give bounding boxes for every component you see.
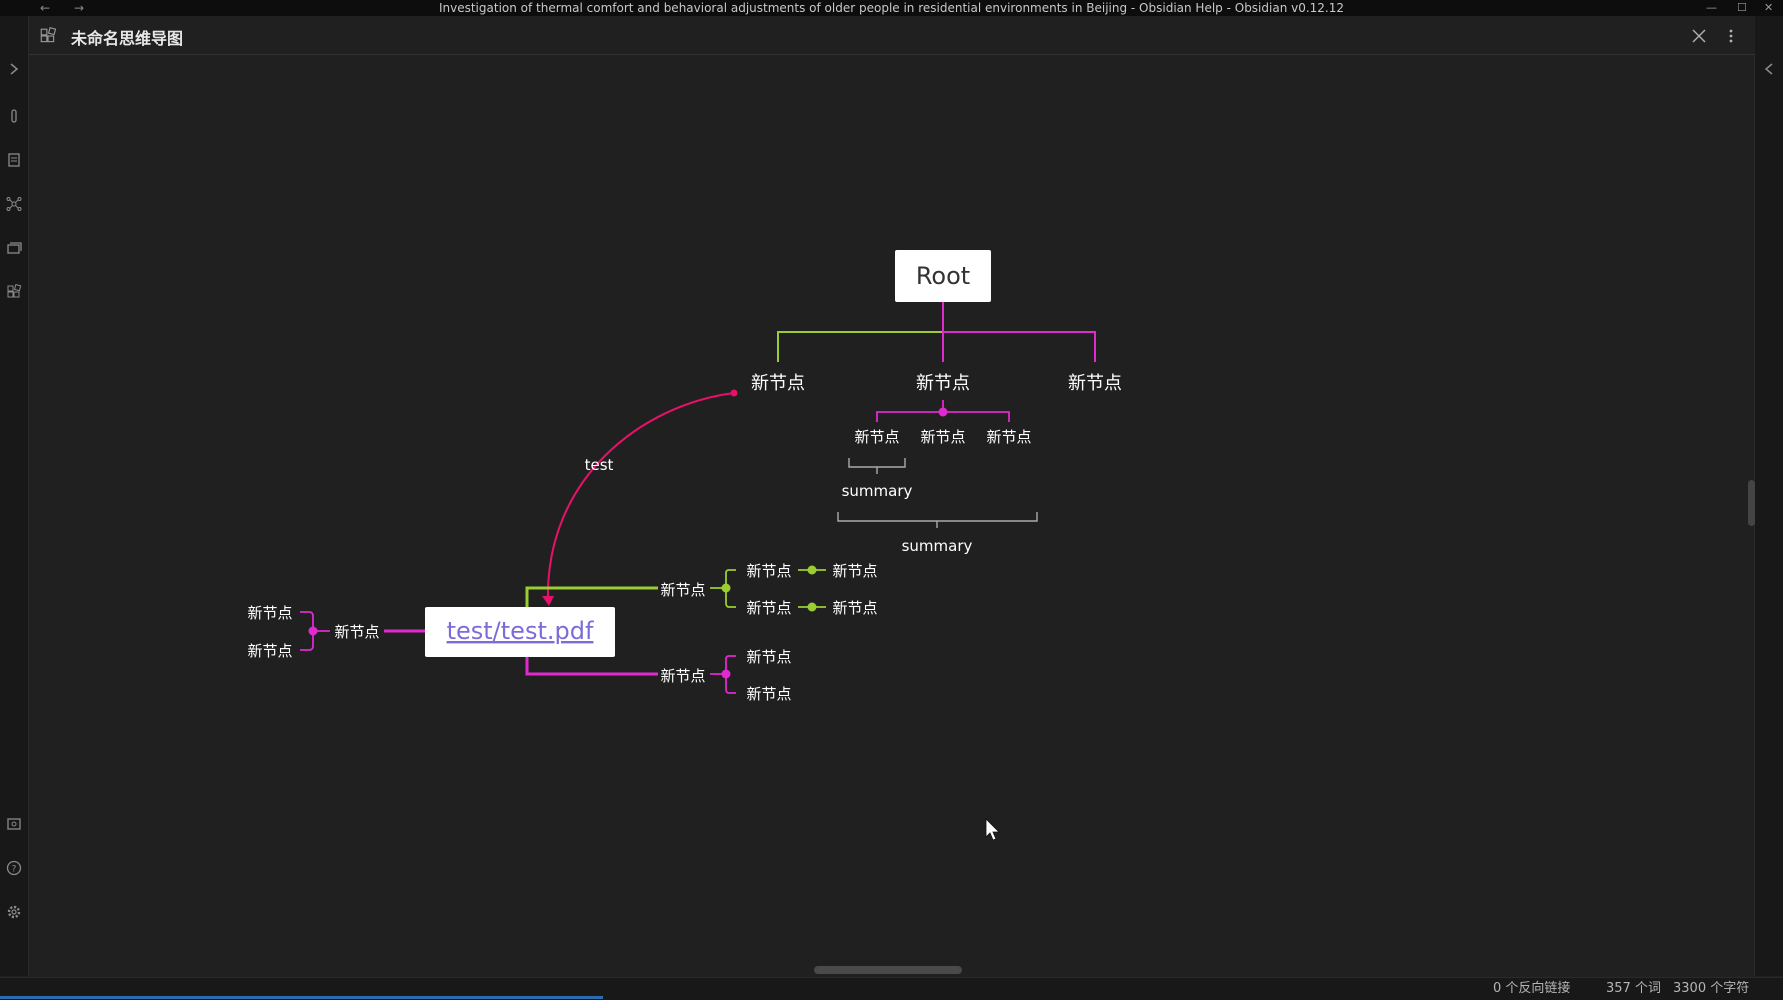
node-left-child-2[interactable]: 新节点: [247, 642, 292, 660]
link-curve: [546, 392, 735, 602]
junction-dot: [807, 565, 817, 575]
node-right-top-grandchild-1[interactable]: 新节点: [832, 562, 877, 580]
edge-root-right: [943, 331, 1096, 362]
blocks-icon[interactable]: [6, 284, 22, 300]
mindmap-canvas[interactable]: Root 新节点 新节点 新节点 新节点 新节点 新节点 summary sum…: [29, 55, 1755, 975]
link-start-dot: [730, 389, 738, 397]
help-icon[interactable]: ?: [6, 860, 22, 876]
maximize-button[interactable]: ☐: [1737, 1, 1747, 14]
horizontal-scrollbar[interactable]: [814, 966, 962, 974]
graph-icon[interactable]: [6, 196, 22, 212]
cards-icon[interactable]: [6, 240, 22, 256]
link-label[interactable]: test: [585, 456, 614, 474]
edge-root-left: [777, 302, 944, 362]
status-backlinks[interactable]: 0 个反向链接: [1493, 981, 1571, 996]
node-level1-right[interactable]: 新节点: [1068, 373, 1122, 394]
node-middle-child-3[interactable]: 新节点: [986, 428, 1031, 446]
close-window-button[interactable]: ✕: [1764, 1, 1774, 14]
node-right-top-grandchild-2[interactable]: 新节点: [832, 599, 877, 617]
expand-icon[interactable]: [6, 61, 22, 77]
node-right-top-child-2[interactable]: 新节点: [746, 599, 791, 617]
node-left-child-1[interactable]: 新节点: [247, 604, 292, 622]
link-arrowhead: [542, 596, 554, 606]
node-right-top[interactable]: 新节点: [660, 581, 705, 599]
mindmap-icon: [40, 27, 57, 43]
junction-dot: [721, 583, 731, 593]
pdf-node[interactable]: [425, 607, 615, 657]
link-icon[interactable]: [6, 108, 22, 124]
view-header: 未命名思维导图: [29, 16, 1755, 55]
settings-icon[interactable]: [6, 904, 22, 920]
view-title: 未命名思维导图: [71, 29, 184, 48]
junction-dot: [721, 669, 731, 679]
left-ribbon: ?: [0, 16, 29, 976]
node-level1-left[interactable]: 新节点: [751, 373, 805, 394]
close-icon[interactable]: [1691, 28, 1707, 44]
node-right-bottom-child-1[interactable]: 新节点: [746, 648, 791, 666]
file-icon[interactable]: [6, 152, 22, 168]
arrow-left-icon[interactable]: ←: [40, 1, 51, 15]
edge-pdf-bottom-right: [525, 656, 658, 676]
node-left[interactable]: 新节点: [334, 623, 379, 641]
root-node[interactable]: [895, 250, 991, 302]
status-words: 357 个词: [1606, 981, 1661, 996]
edge-pdf-top-right: [525, 586, 658, 607]
summary-bracket-large: [837, 512, 1038, 528]
pdf-node-link[interactable]: test/test.pdf: [447, 617, 594, 645]
summary-large[interactable]: summary: [902, 537, 973, 555]
window-titlebar: ← → Investigation of thermal comfort and…: [0, 0, 1783, 16]
node-middle-child-2[interactable]: 新节点: [920, 428, 965, 446]
node-level1-middle[interactable]: 新节点: [916, 373, 970, 394]
vault-icon[interactable]: [6, 816, 22, 832]
mouse-cursor-icon: [985, 818, 1000, 841]
node-right-bottom[interactable]: 新节点: [660, 667, 705, 685]
node-right-bottom-child-2[interactable]: 新节点: [746, 685, 791, 703]
junction-dot: [938, 407, 948, 417]
arrow-right-icon[interactable]: →: [74, 1, 85, 15]
mindmap-svg: Root 新节点 新节点 新节点 新节点 新节点 新节点 summary sum…: [247, 250, 1122, 841]
node-right-top-child-1[interactable]: 新节点: [746, 562, 791, 580]
minimize-button[interactable]: —: [1706, 1, 1717, 14]
junction-dot: [308, 626, 318, 636]
node-middle-child-1[interactable]: 新节点: [854, 428, 899, 446]
more-vertical-icon[interactable]: [1726, 28, 1736, 44]
collapse-right-icon[interactable]: [1761, 61, 1777, 77]
window-title: Investigation of thermal comfort and beh…: [438, 1, 1345, 15]
junction-dot: [807, 602, 817, 612]
edge-right-top-grand: [798, 569, 826, 608]
right-sidebar-strip: [1754, 16, 1783, 976]
taskbar-accent: [0, 996, 603, 999]
summary-bracket-small: [848, 458, 906, 474]
vertical-scrollbar[interactable]: [1748, 480, 1755, 526]
status-bar: 0 个反向链接 357 个词 3300 个字符: [0, 977, 1783, 1000]
svg-text:?: ?: [12, 865, 17, 875]
summary-small[interactable]: summary: [842, 482, 913, 500]
root-node-label: Root: [916, 262, 970, 290]
status-chars: 3300 个字符: [1673, 981, 1750, 996]
